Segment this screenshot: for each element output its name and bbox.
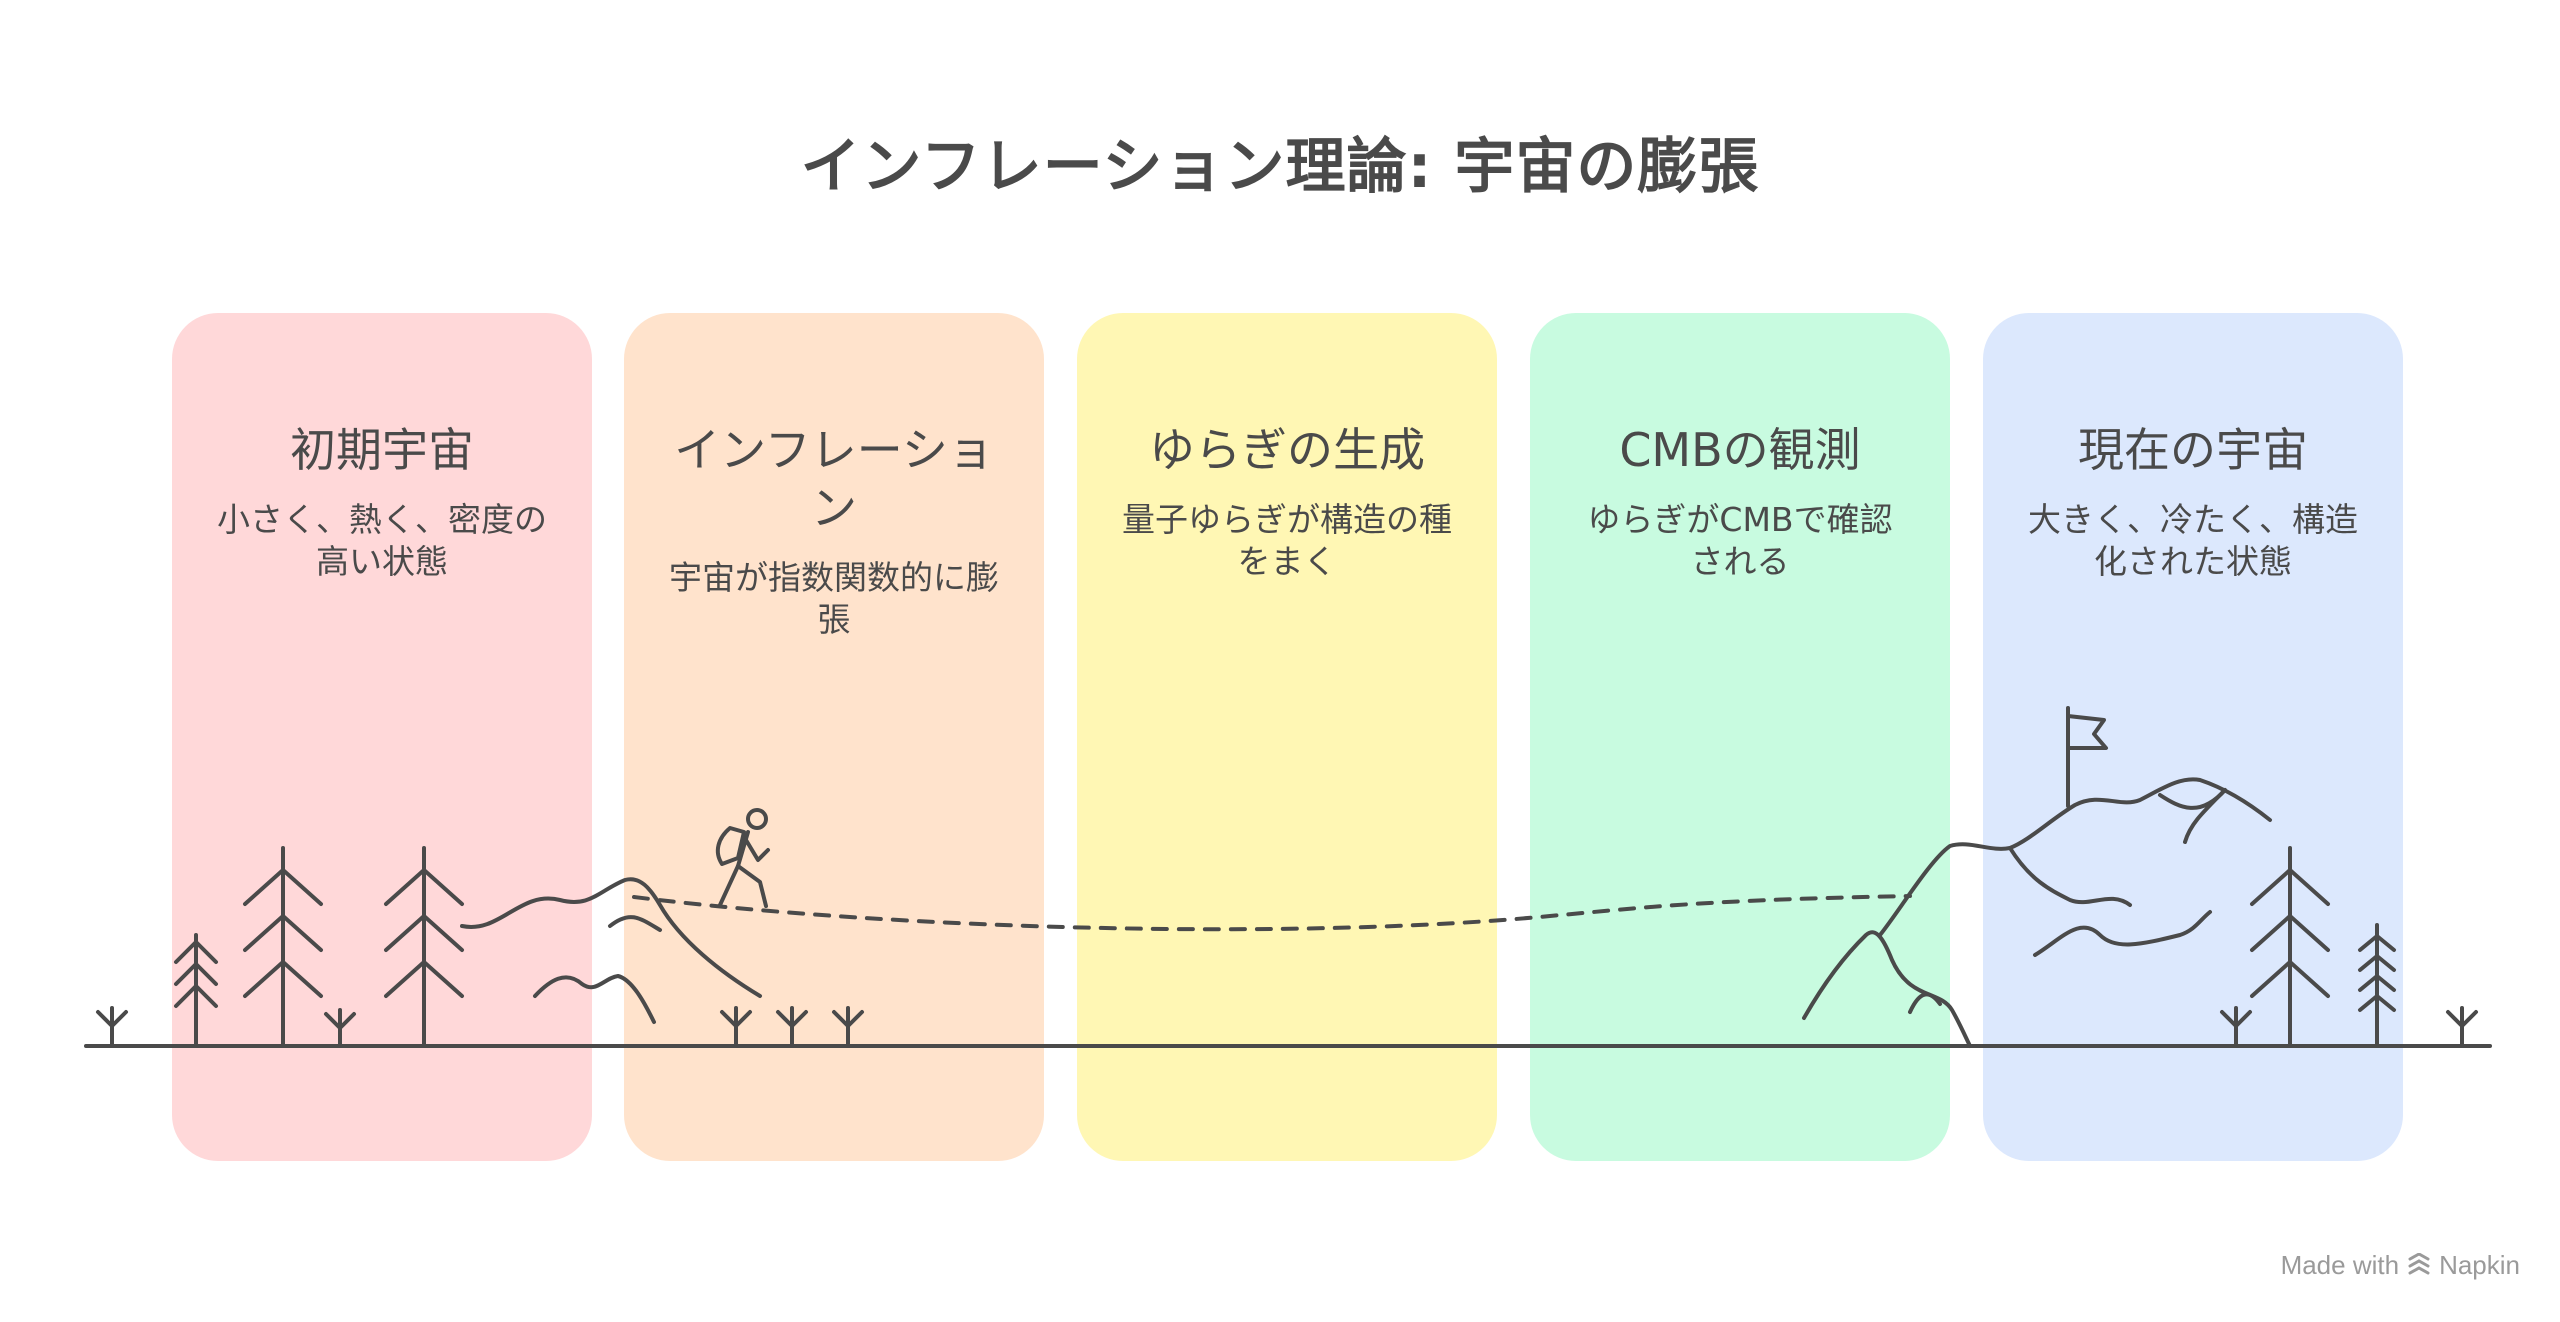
stage-card-present-universe: 現在の宇宙 大きく、冷たく、構造化された状態 <box>1983 313 2403 1161</box>
credit-brand: Napkin <box>2439 1250 2520 1280</box>
grass-icon <box>96 1006 128 1048</box>
stage-heading: 初期宇宙 <box>290 423 474 477</box>
stage-description: ゆらぎがCMBで確認される <box>1587 500 1893 581</box>
grass-icon <box>2446 1006 2478 1048</box>
stage-heading: 現在の宇宙 <box>2078 423 2308 477</box>
credit-made-with: Made with <box>2280 1250 2400 1280</box>
napkin-logo-icon <box>2408 1252 2430 1274</box>
stage-description: 宇宙が指数関数的に膨張 <box>669 558 999 639</box>
stage-heading: インフレーション <box>674 423 994 535</box>
stage-description: 大きく、冷たく、構造化された状態 <box>2028 500 2358 581</box>
stage-card-initial-universe: 初期宇宙 小さく、熱く、密度の高い状態 <box>172 313 592 1161</box>
stage-description: 量子ゆらぎが構造の種をまく <box>1122 500 1452 581</box>
stage-heading: ゆらぎの生成 <box>1149 423 1425 477</box>
stage-card-inflation: インフレーション 宇宙が指数関数的に膨張 <box>624 313 1044 1161</box>
napkin-credit: Made with Napkin <box>2281 1250 2520 1281</box>
stage-heading: CMBの観測 <box>1619 423 1861 477</box>
stage-description: 小さく、熱く、密度の高い状態 <box>217 500 547 581</box>
stage-card-fluctuation-generation: ゆらぎの生成 量子ゆらぎが構造の種をまく <box>1077 313 1497 1161</box>
page-title: インフレーション理論: 宇宙の膨張 <box>800 132 1760 202</box>
stage-card-cmb-observation: CMBの観測 ゆらぎがCMBで確認される <box>1530 313 1950 1161</box>
